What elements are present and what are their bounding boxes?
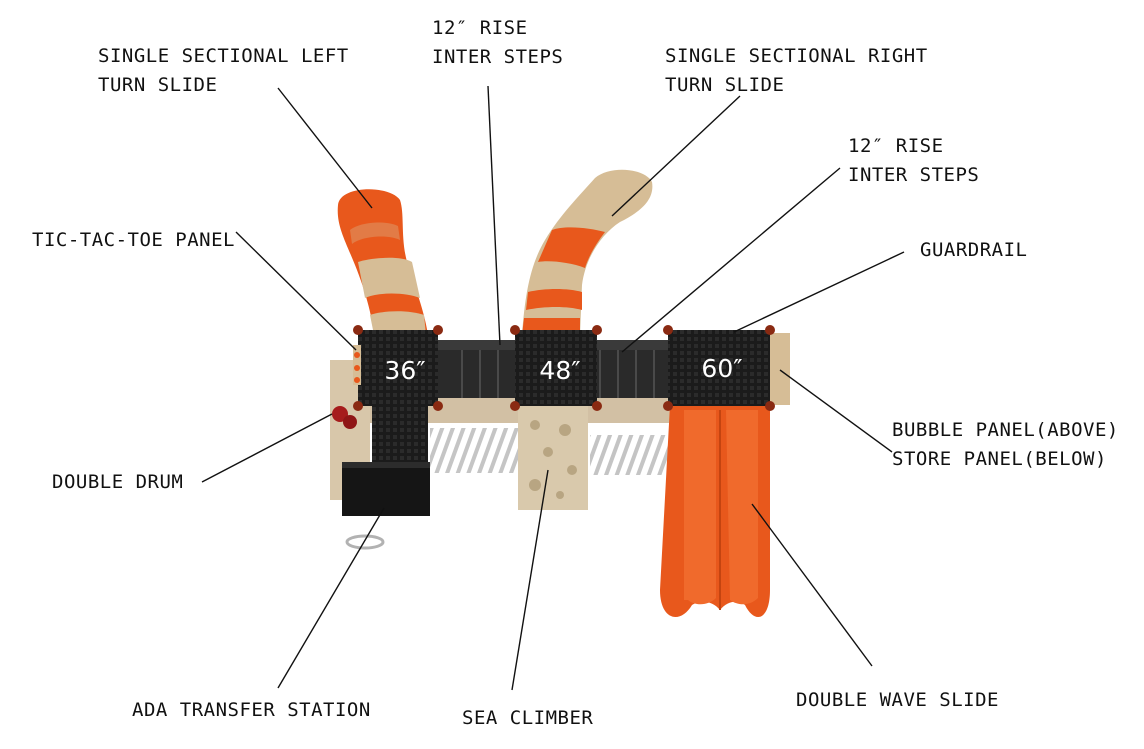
label-double-wave-slide: DOUBLE WAVE SLIDE bbox=[796, 689, 999, 711]
ada-transfer-station bbox=[342, 400, 430, 516]
sea-climber bbox=[518, 405, 588, 510]
right-turn-slide bbox=[522, 169, 653, 335]
label-left-turn-slide: SINGLE SECTIONAL LEFT TURN SLIDE bbox=[98, 42, 349, 100]
label-bubble-panel: BUBBLE PANEL(ABOVE) STORE PANEL(BELOW) bbox=[892, 416, 1119, 474]
label-guardrail: GUARDRAIL bbox=[920, 239, 1028, 261]
deck-60 bbox=[663, 325, 775, 411]
label-line: SINGLE SECTIONAL RIGHT bbox=[665, 45, 928, 67]
label-inter-steps-right: 12″ RISE INTER STEPS bbox=[848, 132, 979, 190]
label-line: TURN SLIDE bbox=[98, 74, 218, 96]
deck-36 bbox=[353, 325, 443, 411]
label-sea-climber: SEA CLIMBER bbox=[462, 707, 594, 729]
label-line: BUBBLE PANEL(ABOVE) bbox=[892, 419, 1119, 441]
double-wave-slide bbox=[660, 405, 770, 617]
label-tic-tac-toe-panel: TIC-TAC-TOE PANEL bbox=[32, 229, 235, 251]
label-line: 12″ RISE bbox=[432, 17, 528, 39]
left-turn-slide bbox=[337, 189, 428, 335]
leader-lines bbox=[201, 85, 905, 691]
double-drum bbox=[332, 406, 357, 429]
deck-label-48: 48″ bbox=[539, 356, 580, 385]
label-line: 12″ RISE bbox=[848, 135, 944, 157]
bubble-panel bbox=[768, 333, 790, 405]
tic-tac-toe-panel bbox=[353, 345, 361, 385]
deck-label-36: 36″ bbox=[384, 356, 425, 385]
label-line: STORE PANEL(BELOW) bbox=[892, 448, 1107, 470]
label-ada-transfer-station: ADA TRANSFER STATION bbox=[132, 699, 371, 721]
label-line: TURN SLIDE bbox=[665, 74, 785, 96]
label-line: SINGLE SECTIONAL LEFT bbox=[98, 45, 349, 67]
label-right-turn-slide: SINGLE SECTIONAL RIGHT TURN SLIDE bbox=[665, 42, 928, 100]
deck-label-60: 60″ bbox=[701, 354, 742, 383]
label-double-drum: DOUBLE DRUM bbox=[52, 471, 184, 493]
deck-48 bbox=[510, 325, 602, 411]
label-line: INTER STEPS bbox=[432, 46, 564, 68]
label-line: INTER STEPS bbox=[848, 164, 980, 186]
label-inter-steps-top: 12″ RISE INTER STEPS bbox=[432, 14, 563, 72]
ground-shadow bbox=[345, 428, 670, 550]
